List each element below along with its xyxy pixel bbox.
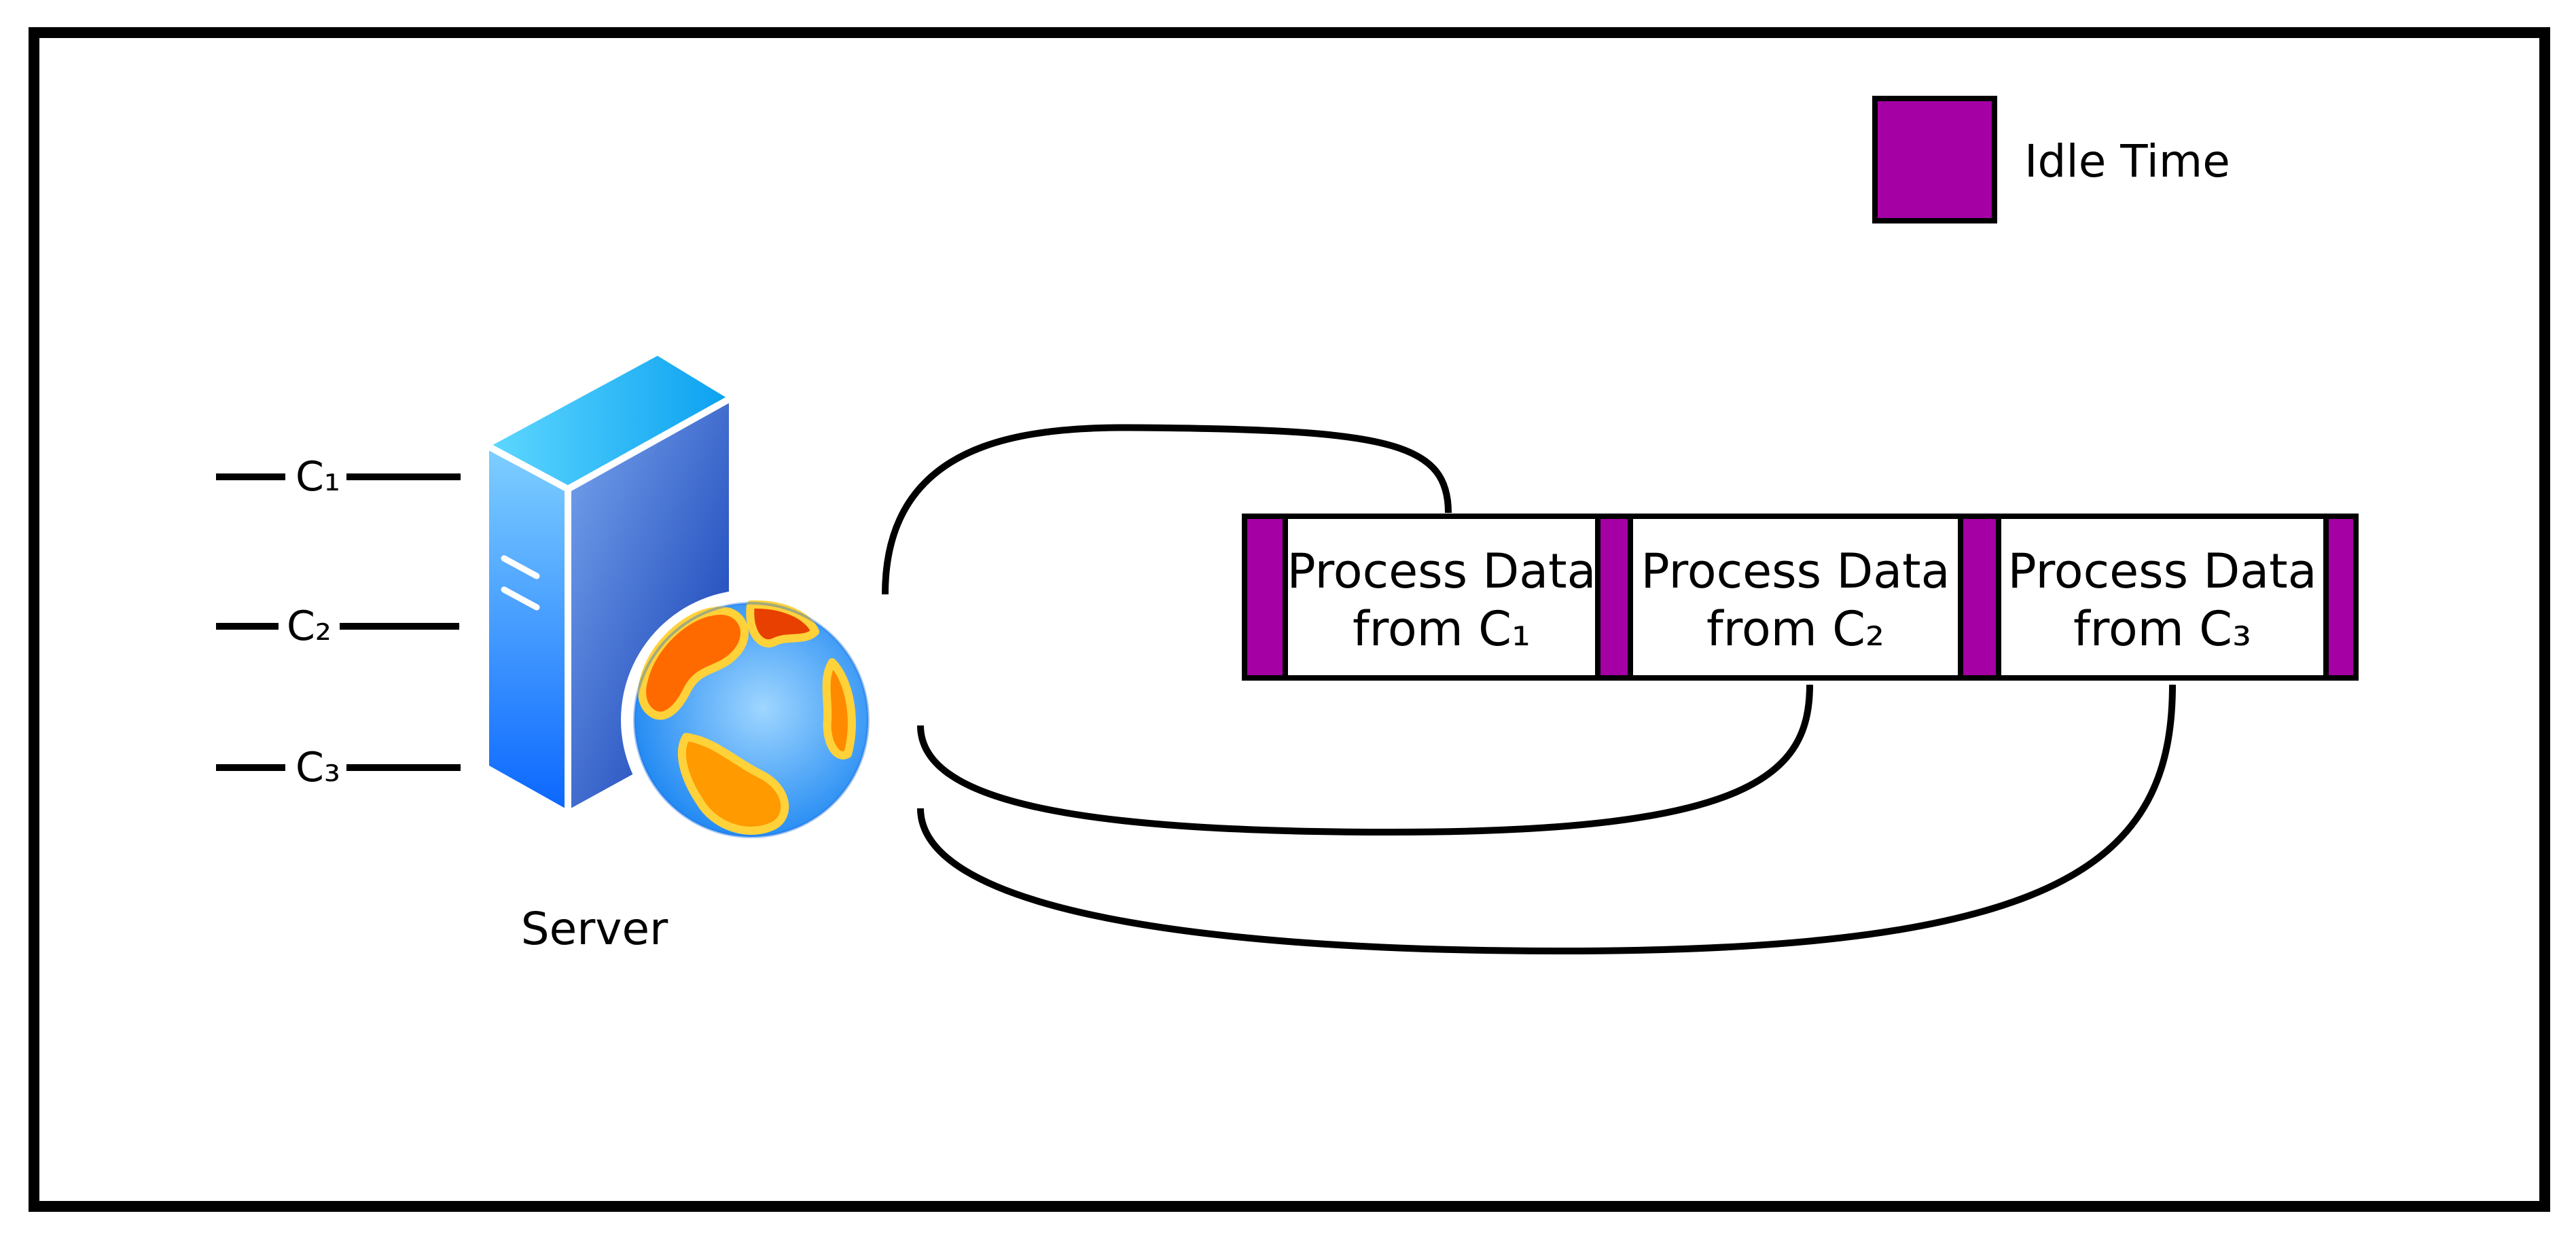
dispatch-arrows — [882, 424, 2176, 955]
client-arrow-c2: C₂ — [216, 603, 460, 650]
globe-icon — [621, 590, 882, 850]
process-block-box — [1628, 514, 1963, 681]
idle-segment — [1595, 514, 1633, 681]
client-label-c2: C₂ — [287, 603, 332, 650]
server-globe-icon: Server — [482, 348, 882, 955]
process-label-line-2: from C₂ — [1706, 601, 1884, 657]
idle-segment — [1958, 514, 2001, 681]
dispatch-arrow-c3 — [917, 684, 2176, 955]
idle-segment — [1242, 514, 1288, 681]
process-label-line-1: Process Data — [1287, 543, 1596, 599]
client-arrow-c1: C₁ — [216, 453, 461, 501]
dispatch-arrow-c2 — [917, 684, 1813, 836]
dispatch-arrow-c1 — [882, 424, 1452, 595]
process-label-line-2: from C₃ — [2073, 601, 2251, 657]
process-label-line-1: Process Data — [2008, 543, 2317, 599]
client-label-c1: C₁ — [296, 453, 340, 501]
idle-segment — [2323, 514, 2359, 681]
client-label-c3: C₃ — [296, 744, 340, 791]
process-label-line-1: Process Data — [1641, 543, 1950, 599]
client-arrow-c3: C₃ — [216, 744, 461, 791]
process-label-line-2: from C₁ — [1353, 601, 1531, 657]
server-label: Server — [521, 903, 668, 955]
legend: Idle Time — [1872, 96, 2230, 223]
client-inputs: C₁ C₂ C₃ — [216, 453, 461, 791]
legend-idle-swatch — [1872, 96, 1997, 223]
diagram-frame — [29, 27, 2550, 1212]
legend-label: Idle Time — [2024, 135, 2230, 187]
